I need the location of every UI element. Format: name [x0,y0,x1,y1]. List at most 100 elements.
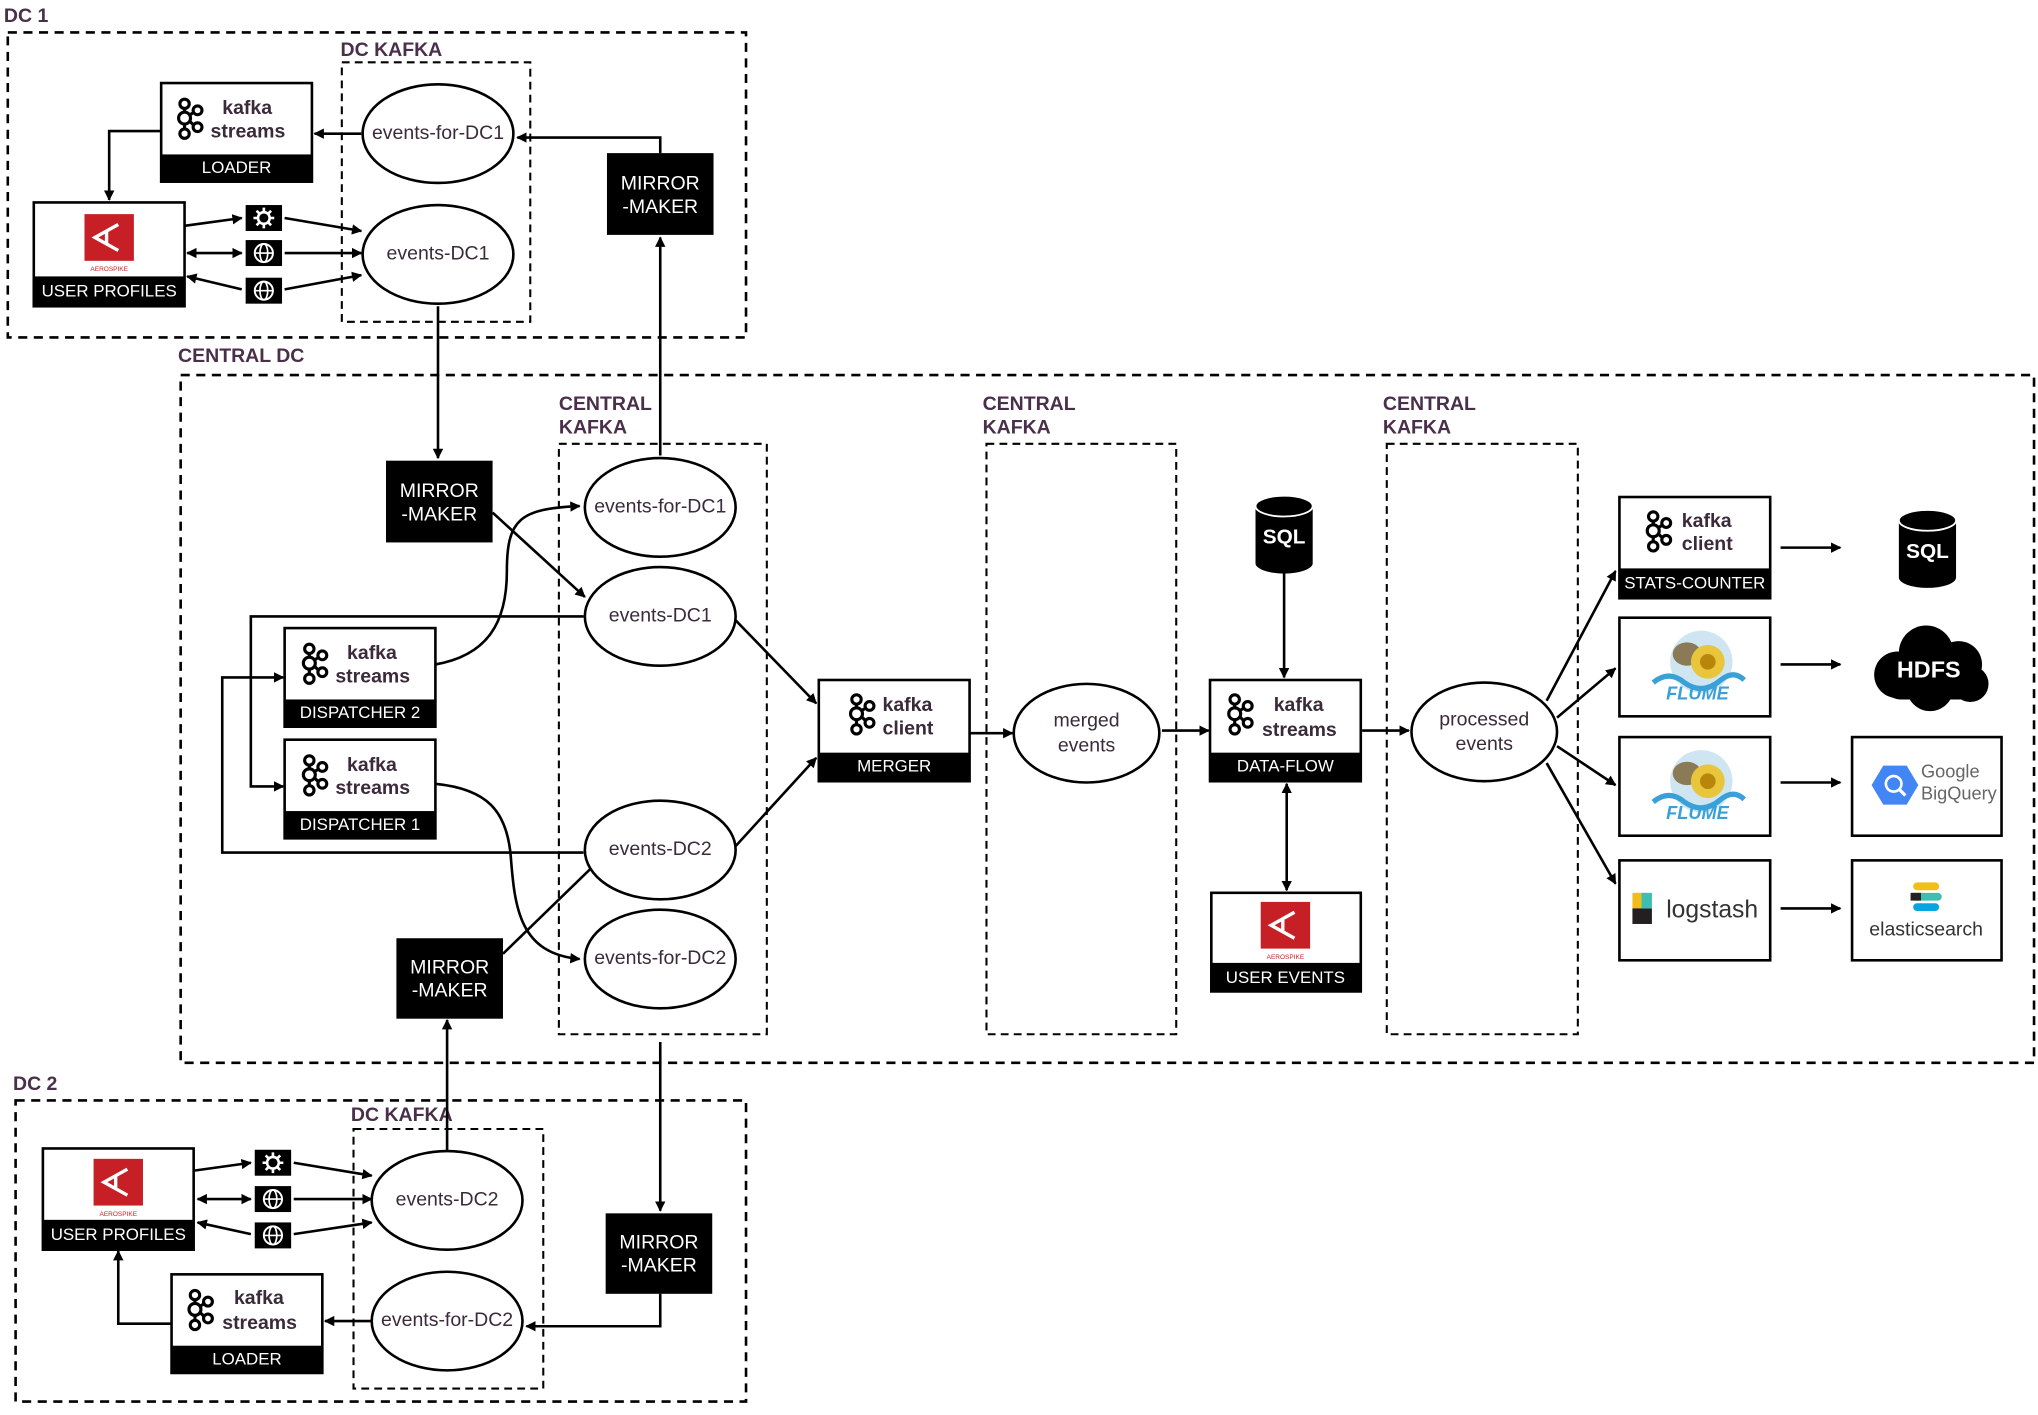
sql-source: SQL [1254,494,1314,575]
dc1-loader: kafka streams LOADER [159,81,314,183]
svg-text:processed: processed [1439,708,1529,730]
topic-dc2-events-dc2: events-DC2 [370,1149,524,1251]
dispatcher2: kafka streams DISPATCHER 2 [283,626,437,729]
svg-text:events: events [1058,734,1116,756]
svg-text:events-for-DC1: events-for-DC1 [594,496,726,518]
topic-central-events-dc1: events-DC1 [583,565,737,668]
svg-text:events-for-DC2: events-for-DC2 [381,1309,513,1331]
globe-icon [244,239,284,268]
edges [103,128,1842,1332]
zone-dc2-label: DC 2 [13,1073,58,1095]
edge-dispatcher2-to-events-for-dc1 [435,501,581,666]
dc2-user-profiles: USER PROFILES [41,1147,195,1251]
zone-dc2-kafka-label: DC KAFKA [351,1104,453,1126]
svg-text:LOADER: LOADER [202,158,271,177]
user-events: USER EVENTS [1210,891,1363,993]
topic-processed-events: processed events [1410,681,1559,783]
stats-counter: kafka client STATS-COUNTER [1618,495,1772,600]
globe-icon [253,1185,293,1214]
svg-text:events-for-DC2: events-for-DC2 [594,947,726,969]
cloud-icon [1874,625,1989,712]
elasticsearch: elasticsearch [1850,859,2003,962]
zone-central-kafka-3 [1385,442,1579,1036]
svg-text:-MAKER: -MAKER [621,1255,697,1277]
zone-central-kafka-2 [985,442,1178,1036]
edge-dc2-loader-to-profiles [113,1249,172,1325]
topic-central-events-for-dc1: events-for-DC1 [583,456,737,559]
dispatcher1: kafka streams DISPATCHER 1 [283,738,437,840]
edge-events-dc2-to-merger [734,756,818,847]
topic-merged-events: merged events [1012,682,1161,784]
edge-processed-to-flume1 [1556,667,1617,719]
zone-dc2 [14,1099,748,1403]
gear-icon [244,203,284,233]
svg-text:kafka: kafka [1682,510,1732,532]
gear-icon [253,1148,293,1178]
bigquery-logo [1871,765,1919,805]
svg-text:-MAKER: -MAKER [401,503,477,525]
zone-dc1-kafka-label: DC KAFKA [341,39,443,61]
svg-text:BigQuery: BigQuery [1921,783,1998,803]
elasticsearch-logo [1910,882,1942,911]
svg-text:-MAKER: -MAKER [622,196,698,218]
bigquery: Google BigQuery [1850,735,2003,838]
zone-central-dc [179,373,2036,1065]
svg-text:elasticsearch: elasticsearch [1869,919,1983,941]
svg-text:streams: streams [335,666,410,688]
zone-central-kafka-2-label-1: CENTRAL [983,393,1076,415]
zone-central-kafka-2-label-2: KAFKA [983,416,1051,438]
edge-dc2-profiles-to-gear [194,1158,252,1172]
svg-text:events-DC1: events-DC1 [387,242,490,264]
topic-dc1-events-dc1: events-DC1 [361,203,515,305]
zone-central-dc-label: CENTRAL DC [178,345,304,367]
zone-dc1-kafka [340,61,532,323]
flume-logo [1638,628,1752,706]
central-mirror-maker-bottom: MIRROR -MAKER [396,938,503,1019]
svg-text:kafka: kafka [234,1287,284,1309]
topic-dc2-events-for-dc2: events-for-DC2 [370,1270,524,1372]
svg-text:USER PROFILES: USER PROFILES [42,281,177,300]
logstash-logo [1632,892,1652,924]
edge-dc1-profiles-to-gear [184,214,243,228]
edge-dc2-gear-to-topic [293,1161,373,1180]
sql-sink: SQL [1897,509,1957,589]
merger: kafka client MERGER [817,678,971,783]
globe-icon [244,276,284,305]
svg-text:-MAKER: -MAKER [412,980,488,1002]
svg-text:USER EVENTS: USER EVENTS [1226,968,1345,987]
svg-text:events: events [1456,733,1514,755]
hdfs: HDFS [1874,625,1989,712]
zone-central-kafka-1-label-1: CENTRAL [559,393,652,415]
svg-text:STATS-COUNTER: STATS-COUNTER [1624,573,1765,592]
svg-text:MIRROR: MIRROR [410,956,489,978]
svg-text:events-DC1: events-DC1 [609,605,712,627]
svg-text:streams: streams [335,777,410,799]
edge-dispatcher1-to-events-for-dc2 [435,782,581,964]
svg-text:kafka: kafka [222,97,272,119]
svg-text:merged: merged [1054,710,1120,732]
zone-central-kafka-3-label-1: CENTRAL [1383,393,1476,415]
topic-central-events-dc2: events-DC2 [583,799,737,901]
svg-text:MIRROR: MIRROR [400,480,479,502]
svg-text:SQL: SQL [1906,540,1949,563]
edge-dc2-mm-to-topic [525,1293,662,1332]
edge-events-dc1-to-merger [734,619,818,705]
dc2-loader: kafka streams LOADER [170,1273,324,1375]
dc2-mirror-maker: MIRROR -MAKER [605,1213,713,1294]
edge-events-dc1-to-dispatcher1 [249,615,584,792]
edge-dc1-mm-to-topic [516,132,662,154]
svg-text:events-for-DC1: events-for-DC1 [372,122,504,144]
zone-dc1-label: DC 1 [4,5,49,27]
edge-processed-to-stats [1545,570,1617,702]
svg-text:kafka: kafka [347,642,397,664]
svg-text:LOADER: LOADER [212,1349,281,1368]
svg-text:client: client [1682,533,1733,555]
svg-text:MIRROR: MIRROR [619,1231,698,1253]
topic-dc1-events-for-dc1: events-for-DC1 [361,83,515,185]
edge-dc1-globe-2-to-topic [284,271,363,291]
svg-text:streams: streams [222,1312,297,1334]
svg-text:streams: streams [1262,719,1337,741]
